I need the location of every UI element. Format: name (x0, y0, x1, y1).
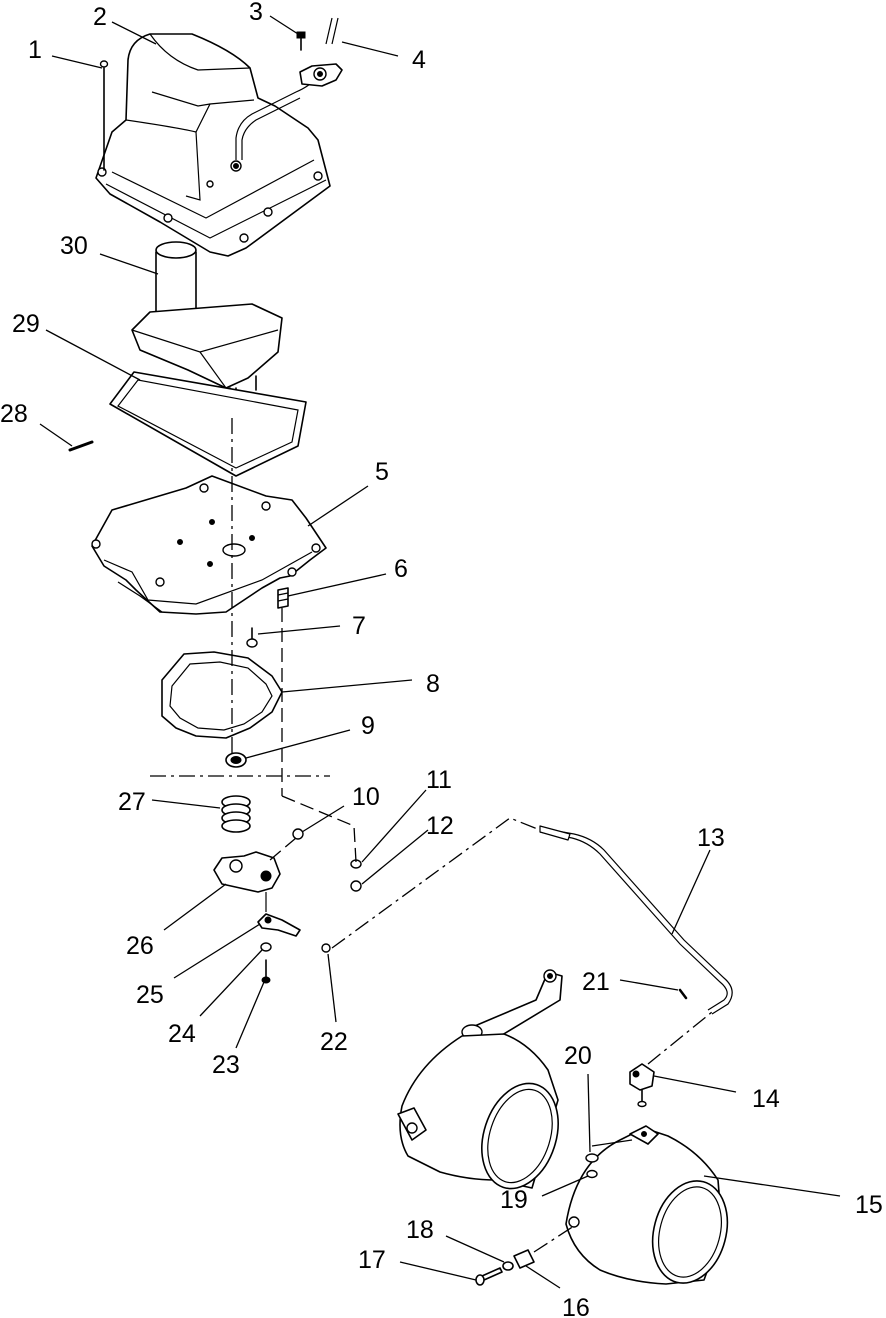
base-plate-5 (91, 475, 327, 615)
callout-18: 18 (406, 1216, 434, 1244)
washer-19 (586, 1169, 598, 1179)
throttle-body-15 (565, 1125, 729, 1285)
callout-10: 10 (352, 783, 380, 811)
stud-6 (277, 587, 289, 609)
callout-30: 30 (60, 232, 88, 260)
assembly-lines (150, 418, 713, 1253)
callout-3: 3 (249, 0, 263, 26)
rod-13 (539, 825, 733, 1015)
bolt-17 (475, 1267, 503, 1286)
spring-27 (221, 795, 251, 833)
callout-16: 16 (562, 1294, 590, 1318)
callout-29: 29 (12, 310, 40, 338)
throttle-body-upper (397, 969, 563, 1190)
callout-25: 25 (136, 981, 164, 1009)
callout-23: 23 (212, 1051, 240, 1079)
lever-26 (213, 851, 281, 893)
callout-13: 13 (697, 824, 725, 852)
callout-5: 5 (375, 458, 389, 486)
nut-10 (292, 828, 304, 840)
pin-28 (68, 440, 94, 452)
arm-25 (257, 913, 301, 937)
washer-9 (225, 752, 247, 768)
clip-21 (678, 988, 688, 1000)
callout-20: 20 (564, 1042, 592, 1070)
callout-8: 8 (426, 670, 440, 698)
callout-12: 12 (426, 812, 454, 840)
callout-22: 22 (320, 1028, 348, 1056)
cover-housing (95, 33, 331, 257)
callout-24: 24 (168, 1020, 196, 1048)
washer-18 (502, 1261, 514, 1271)
bushing-16 (513, 1249, 535, 1269)
callout-6: 6 (394, 555, 408, 583)
screw-3 (296, 31, 306, 51)
leader-lines (39, 15, 841, 1289)
screw-7 (246, 627, 258, 648)
callout-14: 14 (752, 1085, 780, 1113)
callout-21: 21 (582, 968, 610, 996)
callout-4: 4 (412, 46, 426, 74)
screw-23 (261, 959, 271, 984)
callout-9: 9 (361, 712, 375, 740)
gasket-8 (161, 651, 283, 739)
washer-20 (585, 1153, 599, 1163)
fitting-4 (299, 17, 343, 87)
screw-1 (99, 60, 109, 171)
callout-17: 17 (358, 1246, 386, 1274)
callout-27: 27 (118, 788, 146, 816)
callout-11: 11 (426, 766, 452, 794)
callout-19: 19 (500, 1186, 528, 1214)
swivel-14 (629, 1063, 655, 1108)
nut-12 (350, 880, 362, 892)
callout-26: 26 (126, 932, 154, 960)
gasket-29 (109, 371, 307, 477)
callout-7: 7 (352, 612, 366, 640)
nut-22 (321, 943, 331, 953)
callout-1: 1 (28, 36, 42, 64)
callout-28: 28 (0, 400, 28, 428)
callout-15: 15 (855, 1191, 883, 1219)
washer-24 (260, 942, 272, 952)
callout-2: 2 (93, 3, 107, 31)
